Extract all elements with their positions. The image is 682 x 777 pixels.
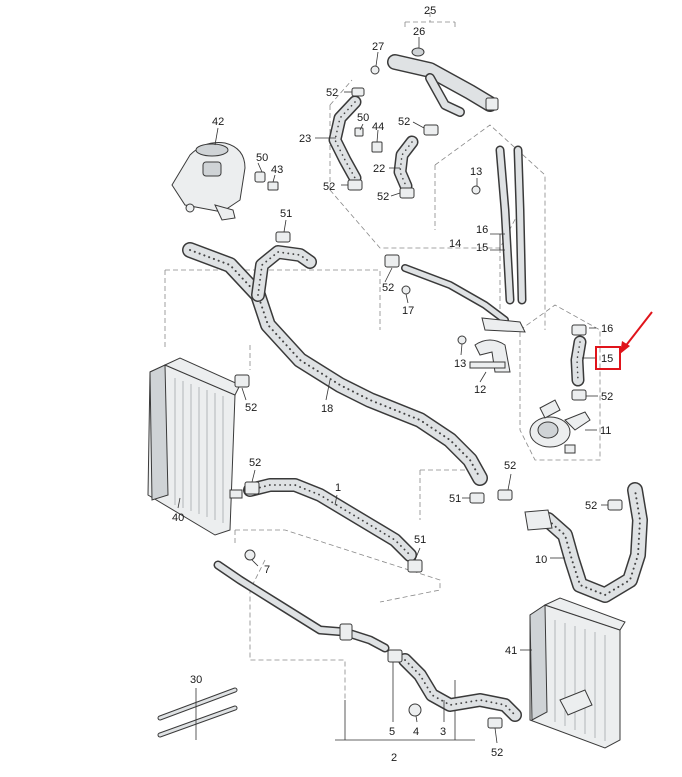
label-23: 23 <box>299 133 311 145</box>
bracket-12 <box>469 339 511 373</box>
hose-1 <box>243 478 417 562</box>
group-frames <box>164 12 601 741</box>
clamps-and-fasteners <box>234 65 623 729</box>
label-50: 50 <box>357 112 369 124</box>
label-52: 52 <box>245 402 257 414</box>
label-13: 13 <box>454 358 466 370</box>
label-44: 44 <box>372 121 384 133</box>
part-labels: 25 26 27 52 50 44 23 52 22 52 52 42 50 4… <box>172 5 613 764</box>
label-16: 16 <box>601 323 613 335</box>
label-51: 51 <box>449 493 461 505</box>
coolant-pipe-25 <box>387 47 499 117</box>
label-5: 5 <box>389 726 395 738</box>
label-52: 52 <box>491 747 503 759</box>
label-41: 41 <box>505 645 517 657</box>
label-40: 40 <box>172 512 184 524</box>
label-2: 2 <box>391 752 397 764</box>
leader-lines <box>177 37 608 744</box>
label-52: 52 <box>323 181 335 193</box>
label-4: 4 <box>413 726 419 738</box>
highlight-arrow-icon <box>623 311 653 349</box>
label-43: 43 <box>271 164 283 176</box>
label-18: 18 <box>321 403 333 415</box>
label-52: 52 <box>398 116 410 128</box>
expansion-tank-42 <box>171 142 246 221</box>
water-pump-11 <box>529 399 591 454</box>
label-14: 14 <box>449 238 461 250</box>
cable-ties-30 <box>157 687 238 738</box>
coolant-pipe-14-15 <box>401 145 527 333</box>
label-3: 3 <box>440 726 446 738</box>
hose-23 <box>328 95 362 185</box>
label-7: 7 <box>264 564 270 576</box>
label-26: 26 <box>413 26 425 38</box>
label-10: 10 <box>535 554 547 566</box>
radiator-40 <box>147 357 243 536</box>
label-25: 25 <box>424 5 436 17</box>
label-15-highlighted: 15 <box>601 353 613 365</box>
coolant-pipe-2 <box>213 560 390 653</box>
label-51: 51 <box>280 208 292 220</box>
label-13: 13 <box>470 166 482 178</box>
label-27: 27 <box>372 41 384 53</box>
label-12: 12 <box>474 384 486 396</box>
highlight-arrowhead-icon <box>620 341 630 354</box>
label-11: 11 <box>600 425 611 437</box>
hose-22 <box>393 135 419 193</box>
label-30: 30 <box>190 674 202 686</box>
label-15: 15 <box>476 242 488 254</box>
hose-3 <box>398 653 522 722</box>
label-52: 52 <box>382 282 394 294</box>
label-52: 52 <box>601 391 613 403</box>
label-17: 17 <box>402 305 414 317</box>
label-52: 52 <box>326 87 338 99</box>
label-52: 52 <box>249 457 261 469</box>
hose-18 <box>182 242 488 486</box>
label-42: 42 <box>212 116 224 128</box>
label-52: 52 <box>585 500 597 512</box>
hose-10 <box>524 482 648 603</box>
label-50: 50 <box>256 152 268 164</box>
highlight-callout <box>595 311 653 370</box>
highlight-box <box>595 346 621 370</box>
label-52: 52 <box>377 191 389 203</box>
label-1: 1 <box>335 482 341 494</box>
label-22: 22 <box>373 163 385 175</box>
label-52: 52 <box>504 460 516 472</box>
heater-core-41 <box>529 597 626 749</box>
hose-15 <box>570 335 587 387</box>
label-16: 16 <box>476 224 488 236</box>
label-51: 51 <box>414 534 426 546</box>
